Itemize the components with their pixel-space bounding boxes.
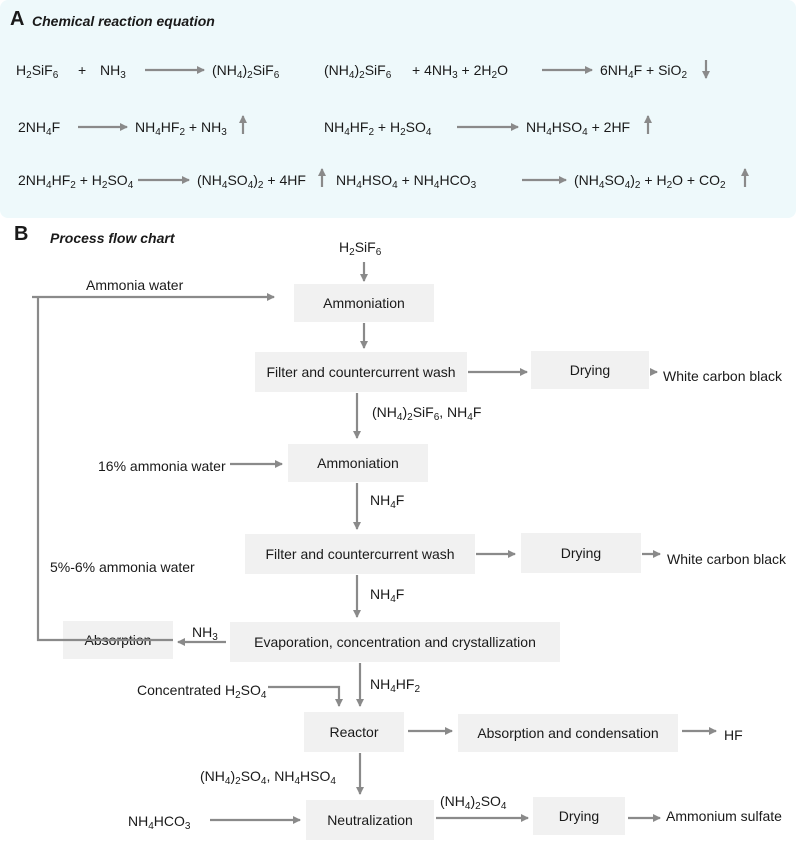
eq1-reactant-1: H2SiF6: [16, 62, 59, 81]
h2sif6-label: H2SiF6: [339, 239, 382, 258]
filter-wash-box-1: Filter and countercurrent wash: [255, 352, 467, 392]
white-carbon-black-label-1: White carbon black: [663, 368, 783, 384]
drying-box-3: Drying: [533, 797, 625, 835]
panel-b-title: Process flow chart: [50, 230, 175, 246]
eq6-reactants: NH4HSO4 + NH4HCO3: [336, 172, 477, 191]
hf-label: HF: [724, 727, 743, 743]
eq2-product: 6NH4F + SiO2: [600, 62, 687, 81]
ammonia-water-5-6-label: 5%-6% ammonia water: [50, 559, 195, 575]
fluorosilicate-label: (NH4)2SiF6, NH4F: [372, 404, 482, 423]
nh4hf2-label: NH4HF2: [370, 676, 421, 695]
sulfate-bisulfate-label: (NH4)2SO4, NH4HSO4: [200, 768, 336, 787]
nh4f-label-1: NH4F: [370, 492, 405, 511]
eq3-product: NH4HF2 + NH3: [135, 119, 227, 138]
concentrated-h2so4-label: Concentrated H2SO4: [137, 682, 267, 701]
ammoniation-box-2: Ammoniation: [288, 444, 428, 482]
ammonia-water-label: Ammonia water: [86, 277, 184, 293]
ammonia-water-16-label: 16% ammonia water: [98, 458, 226, 474]
eq5-reactants: 2NH4HF2 + H2SO4: [18, 172, 134, 191]
eq4-reactants: NH4HF2 + H2SO4: [324, 119, 432, 138]
eq6-product: (NH4SO4)2 + H2O + CO2: [574, 172, 726, 191]
panel-a-title: Chemical reaction equation: [32, 13, 215, 29]
ammonium-sulfate-label: Ammonium sulfate: [666, 808, 782, 824]
absorption-condensation-box: Absorption and condensation: [458, 714, 678, 752]
eq1-product: (NH4)2SiF6: [212, 62, 280, 81]
eq2-reactants-rest: + 4NH3 + 2H2O: [412, 62, 508, 81]
h2so4-to-reactor-arrow: [268, 685, 343, 707]
ammonium-sulfate-formula-label: (NH4)2SO4: [440, 793, 507, 812]
eq4-product: NH4HSO4 + 2HF: [526, 119, 631, 138]
drying-box-1: Drying: [531, 351, 649, 389]
drying-box-2: Drying: [521, 533, 641, 573]
eq1-reactant-2: NH3: [100, 62, 126, 81]
reactor-box: Reactor: [304, 712, 404, 752]
nh4f-label-2: NH4F: [370, 586, 405, 605]
equation-panel: [0, 0, 796, 218]
panel-a-letter: A: [10, 8, 25, 30]
eq1-plus: +: [78, 62, 87, 78]
nh4hco3-label: NH4HCO3: [128, 813, 191, 832]
eq5-product: (NH4SO4)2 + 4HF: [197, 172, 306, 191]
recycle-loop-line: [36, 297, 173, 642]
filter-wash-box-2: Filter and countercurrent wash: [245, 534, 475, 574]
eq2-reactant-1: (NH4)2SiF6: [324, 62, 392, 81]
neutralization-box: Neutralization: [306, 800, 434, 840]
ammoniation-box-1: Ammoniation: [294, 284, 434, 322]
nh3-label: NH3: [192, 624, 218, 643]
evaporation-box: Evaporation, concentration and crystalli…: [230, 622, 560, 662]
panel-b-letter: B: [14, 223, 29, 245]
eq3-reactant: 2NH4F: [18, 119, 61, 138]
white-carbon-black-label-2: White carbon black: [667, 551, 787, 567]
